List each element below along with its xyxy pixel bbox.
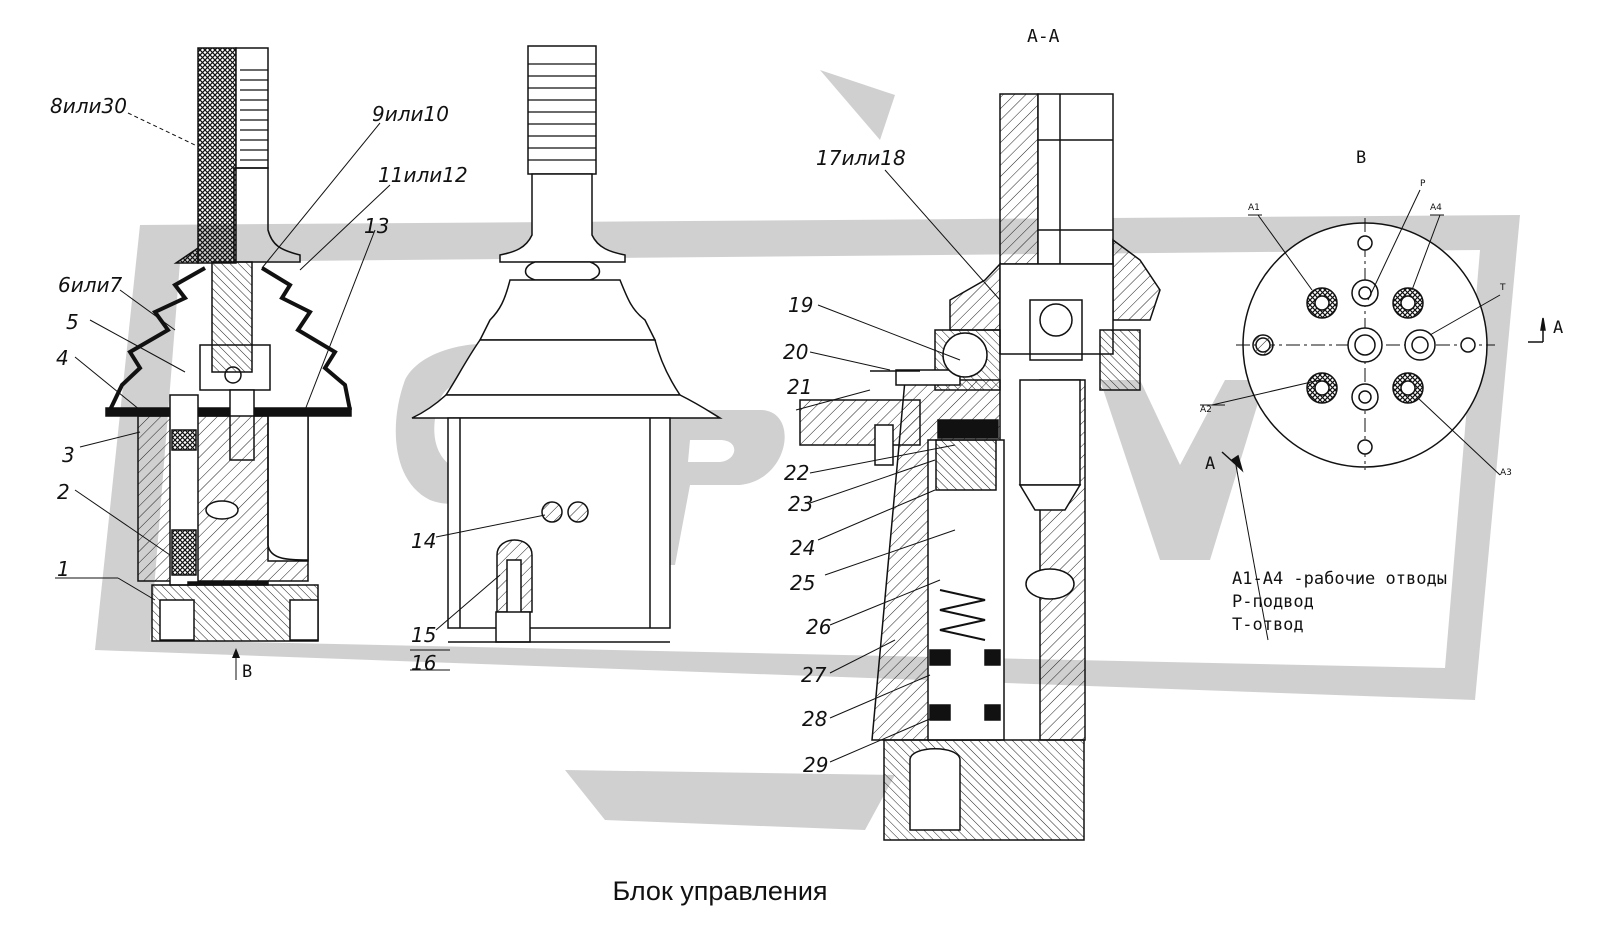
port-label-a3: A3 (1500, 468, 1512, 478)
leader-lines (55, 112, 1269, 763)
legend-line-3: T-отвод (1232, 615, 1304, 635)
section-a-a-view (799, 93, 1161, 841)
view-b-flange (1200, 189, 1546, 476)
arrow-b-head (232, 648, 240, 658)
callout-11: 11или12 (378, 163, 468, 187)
callout-25: 25 (790, 571, 816, 595)
callout-28: 28 (802, 707, 828, 731)
port-label-t: T (1500, 283, 1506, 293)
callout-6: 6или7 (58, 273, 123, 297)
callout-26: 26 (806, 615, 832, 639)
callout-27: 27 (801, 663, 827, 687)
callout-5: 5 (66, 310, 79, 334)
callout-13: 13 (364, 214, 390, 238)
callout-23: 23 (788, 492, 814, 516)
callout-17: 17или18 (816, 146, 906, 170)
legend-line-2: P-подвод (1232, 592, 1314, 612)
cut-label-left: А (1205, 454, 1216, 474)
callout-16: 16 (411, 651, 437, 675)
callout-4: 4 (56, 346, 69, 370)
callout-9: 9или10 (372, 102, 449, 126)
callout-20: 20 (783, 340, 809, 364)
callout-19: 19 (788, 293, 814, 317)
middle-exterior-view (411, 45, 723, 643)
callout-24: 24 (790, 536, 816, 560)
callout-1: 1 (57, 557, 70, 581)
callout-21: 21 (787, 375, 813, 399)
arrow-b-label: В (242, 662, 253, 682)
view-label: В (1356, 148, 1367, 168)
section-label: А-А (1027, 26, 1060, 47)
diagram-title: Блок управления (612, 876, 828, 906)
port-label-a1: A1 (1248, 203, 1260, 213)
callout-15: 15 (411, 623, 437, 647)
cut-label-right: А (1553, 318, 1564, 338)
callout-22: 22 (784, 461, 810, 485)
legend-line-1: A1-A4 -рабочие отводы (1232, 569, 1447, 589)
callout-2: 2 (57, 480, 70, 504)
port-label-p: P (1420, 179, 1426, 189)
callout-3: 3 (62, 443, 75, 467)
callout-8: 8или30 (50, 94, 127, 118)
port-label-a4: A4 (1430, 203, 1442, 213)
port-label-a2: A2 (1200, 405, 1212, 415)
callout-14: 14 (411, 529, 437, 553)
left-section-view (105, 47, 352, 642)
callout-29: 29 (803, 753, 829, 777)
